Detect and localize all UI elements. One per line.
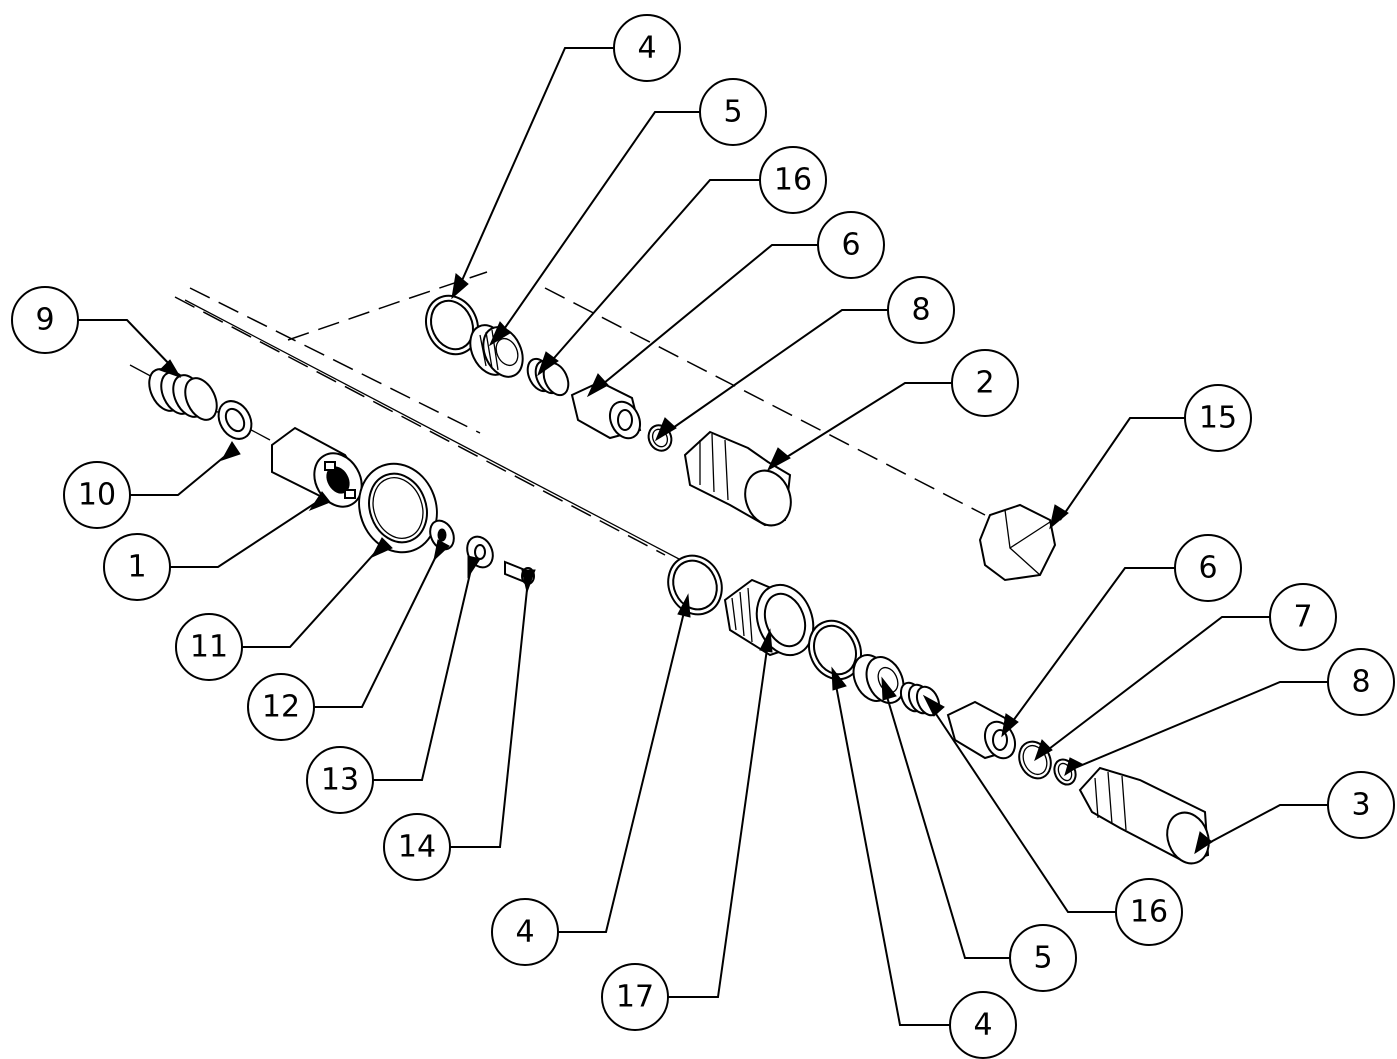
callout-6-right: 6: [1174, 534, 1242, 602]
callout-8-right: 8: [1327, 648, 1395, 716]
part-17-coupling: [723, 578, 815, 657]
callout-label: 16: [774, 163, 812, 198]
part-5-threaded-fitting-bottom: [852, 654, 905, 704]
part-12-small-washer: [429, 519, 455, 551]
callout-label: 7: [1293, 600, 1312, 635]
callout-label: 9: [35, 303, 54, 338]
callout-12: 12: [247, 673, 315, 741]
callout-17: 17: [601, 963, 669, 1031]
callout-label: 16: [1130, 895, 1168, 930]
callout-10: 10: [63, 461, 131, 529]
callout-label: 3: [1351, 788, 1370, 823]
callout-label: 4: [637, 31, 656, 66]
callout-label: 17: [616, 980, 654, 1015]
part-6-poppet-top: [570, 380, 642, 440]
callout-label: 15: [1199, 401, 1237, 436]
callout-4-bottom: 4: [491, 898, 559, 966]
part-2-hex-nipple: [683, 430, 792, 527]
callout-label: 10: [78, 478, 116, 513]
callout-14: 14: [383, 813, 451, 881]
callout-11: 11: [175, 613, 243, 681]
callout-label: 14: [398, 830, 436, 865]
callout-16-bottom: 16: [1115, 878, 1183, 946]
part-6-poppet-right: [946, 700, 1017, 760]
callout-label: 5: [1033, 941, 1052, 976]
callout-5-bottom: 5: [1009, 924, 1077, 992]
callout-label: 1: [127, 550, 146, 585]
part-3-hex-tube: [1078, 766, 1210, 865]
callout-9: 9: [11, 286, 79, 354]
callout-2: 2: [951, 349, 1019, 417]
leader-lines: [78, 47, 1328, 1026]
callout-label: 8: [911, 293, 930, 328]
callout-label: 13: [321, 763, 359, 798]
callout-label: 11: [190, 630, 228, 665]
part-15-hex-cap: [978, 503, 1057, 582]
part-4-o-ring-middle: [667, 554, 723, 616]
part-9-spring: [148, 368, 218, 421]
part-11-large-ring: [358, 462, 438, 554]
callout-label: 8: [1351, 665, 1370, 700]
callout-15: 15: [1184, 384, 1252, 452]
callout-6-top: 6: [817, 211, 885, 279]
callout-label: 5: [723, 95, 742, 130]
part-4-o-ring-lower: [808, 619, 862, 681]
callout-1: 1: [103, 533, 171, 601]
callout-label: 2: [975, 366, 994, 401]
callout-7: 7: [1269, 583, 1337, 651]
part-1-slotted-body: [271, 426, 363, 508]
callout-4-top: 4: [613, 14, 681, 82]
callout-5-top: 5: [699, 78, 767, 146]
callout-label: 4: [973, 1008, 992, 1043]
callout-3: 3: [1327, 771, 1395, 839]
callout-label: 4: [515, 915, 534, 950]
callout-label: 6: [1198, 551, 1217, 586]
part-10-washer: [217, 400, 253, 440]
callout-4-lower: 4: [949, 991, 1017, 1059]
callout-label: 6: [841, 228, 860, 263]
callout-13: 13: [306, 746, 374, 814]
axis-lines: [129, 271, 986, 571]
arrowheads: [159, 273, 1213, 855]
callout-8-top: 8: [887, 276, 955, 344]
part-4-o-ring-top: [425, 294, 479, 356]
callout-label: 12: [262, 690, 300, 725]
callout-16-top: 16: [759, 146, 827, 214]
